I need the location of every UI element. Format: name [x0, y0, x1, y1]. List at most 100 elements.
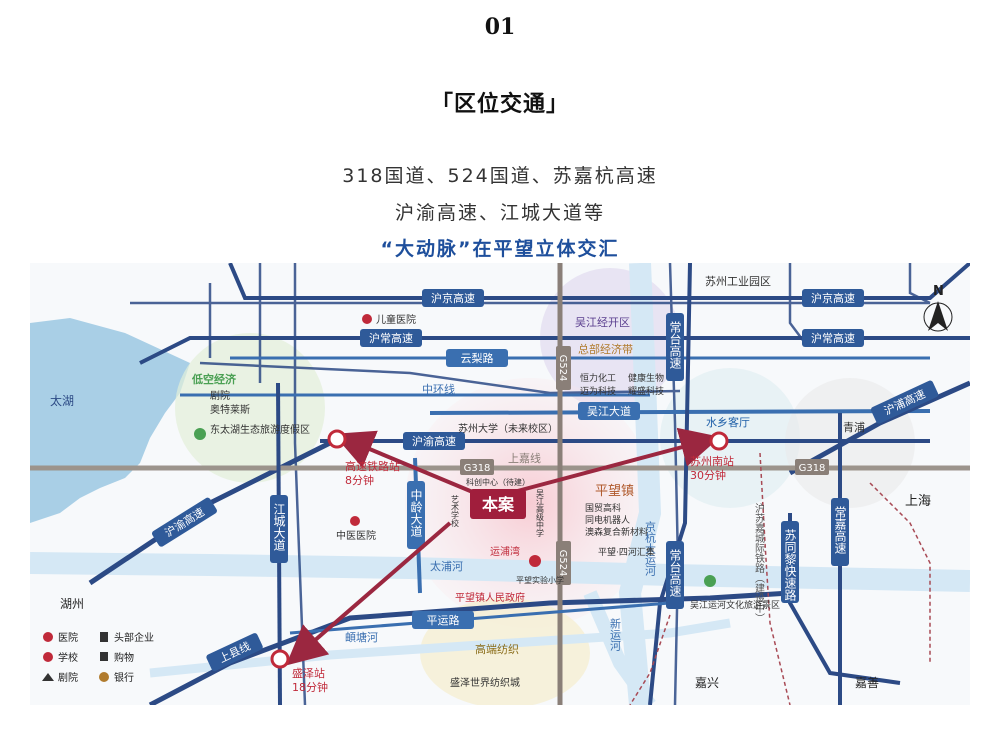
- poi-guomao: 国贸高科: [585, 502, 621, 514]
- section-number: 01: [484, 14, 516, 40]
- svg-text:8分钟: 8分钟: [345, 473, 374, 487]
- label-xinyunhe: 新运河: [609, 617, 622, 651]
- poi-sci-center: 科创中心（待建）: [466, 477, 530, 487]
- label-g318-right: G318: [799, 463, 826, 474]
- railway-line: [759, 452, 791, 705]
- poi-suzhou-univ: 苏州大学（未来校区）: [458, 422, 558, 435]
- project-label: 本案: [482, 495, 515, 514]
- label-jinghang: 京杭大运河: [644, 520, 657, 576]
- water-hub-zone: [660, 368, 800, 508]
- poi-yaosheng: 耀盛科技: [628, 385, 664, 397]
- project-marker: [470, 489, 526, 519]
- area-pingwang-town: 平望镇: [595, 483, 634, 499]
- label-g318-mid: G318: [464, 463, 491, 474]
- poi-maiwei: 迈为科技: [580, 385, 616, 397]
- poi-outlet: 奥特莱斯: [210, 403, 250, 416]
- north-arrow: N: [923, 284, 953, 332]
- label-hujing-right: 沪京高速: [811, 291, 855, 305]
- lake-label: 太湖: [50, 393, 74, 408]
- svg-text:医院: 医院: [58, 631, 78, 644]
- label-lantang: 頔塘河: [345, 630, 378, 644]
- label-g524-mid: G524: [557, 550, 568, 577]
- poi-wujiang-scenic: 吴江运河文化旅游景区: [690, 599, 780, 611]
- svg-text:购物: 购物: [114, 651, 134, 664]
- poi-pingwang-west: 平望·四河汇集: [598, 546, 655, 558]
- station-suzhou-south: 水乡客厅 苏州南站 30分钟: [690, 415, 750, 482]
- label-changtai-top: 常台高速: [668, 321, 682, 369]
- poi-hengli: 恒力化工: [580, 372, 616, 384]
- area-qingpu: 青浦: [843, 421, 865, 434]
- poi-resort: 东太湖生态旅游度假区: [210, 423, 310, 436]
- label-wujiang: 吴江大道: [587, 404, 631, 418]
- svg-text:剧院: 剧院: [58, 671, 78, 684]
- poi-material: 澳森复合新材料: [585, 526, 648, 538]
- poi-school-pw: 平望实验小学: [516, 575, 564, 585]
- poi-shengze-world: 盛泽世界纺织城: [450, 676, 520, 689]
- location-map: 太湖: [30, 263, 970, 705]
- area-huzhou: 湖州: [60, 596, 84, 611]
- new-canal: [583, 590, 656, 705]
- area-hq-belt: 总部经济带: [578, 342, 633, 356]
- area-jiaxing: 嘉兴: [695, 676, 719, 690]
- poi-wujiang-high: 吴江高级中学: [536, 489, 545, 537]
- label-huyu: 沪渝高速: [412, 434, 456, 448]
- railway-line-3: [629, 614, 671, 705]
- hujing-expressway: [228, 263, 970, 300]
- svg-text:30分钟: 30分钟: [690, 468, 726, 482]
- label-pingyun: 平运路: [427, 614, 460, 627]
- label-sutongli: 苏同黎快速路: [783, 529, 797, 602]
- intro-line-3: “大动脉”在平望立体交汇: [380, 238, 620, 260]
- area-jiashan: 嘉善: [855, 675, 879, 690]
- label-zhonghuan: 中环线: [422, 382, 455, 396]
- label-zhongling: 中龄大道: [409, 488, 423, 537]
- poi-tcm-hospital: 中医医院: [336, 529, 376, 542]
- svg-text:学校: 学校: [58, 651, 78, 664]
- station-shengze: 盛泽站 18分钟: [270, 649, 328, 694]
- travel-arrows: [285, 427, 721, 666]
- area-wujiang-zone: 吴江经开区: [575, 316, 630, 329]
- svg-text:头部企业: 头部企业: [114, 631, 154, 644]
- intro-line-2: 沪渝高速、江城大道等: [394, 202, 605, 224]
- poi-gov: 平望镇人民政府: [455, 591, 525, 604]
- svg-text:苏州南站: 苏州南站: [690, 454, 734, 468]
- area-shanghai: 上海: [905, 494, 931, 509]
- huchang-expressway: [139, 336, 970, 365]
- svg-text:水乡客厅: 水乡客厅: [706, 415, 750, 429]
- intro-line-1: 318国道、524国道、苏嘉杭高速: [342, 165, 658, 187]
- map-legend: 医院 头部企业 学校 购物 剧院 银行: [42, 631, 154, 684]
- label-changtai-bottom: 常台高速: [668, 549, 682, 597]
- poi-health-bio: 健康生物: [628, 372, 664, 384]
- area-gaoduan: 高端纺织: [475, 642, 519, 656]
- svg-text:N: N: [933, 284, 944, 299]
- svg-text:18分钟: 18分钟: [292, 680, 328, 694]
- label-yunli: 云梨路: [461, 351, 494, 365]
- wujiang-avenue: [429, 409, 931, 415]
- lantang-river: [149, 618, 731, 678]
- area-low-altitude: 低空经济: [191, 372, 237, 386]
- taipu-river: [30, 552, 970, 592]
- svg-text:银行: 银行: [114, 671, 134, 684]
- section-title: 「区位交通」: [430, 92, 569, 117]
- poi-art-school: 艺术学校: [451, 495, 460, 528]
- label-taipu: 太浦河: [430, 560, 463, 573]
- label-g524-top: G524: [557, 355, 568, 382]
- label-shangjia-line: 上嘉线: [508, 451, 541, 465]
- svg-text:盛泽站: 盛泽站: [292, 666, 325, 680]
- label-huchang-right: 沪常高速: [811, 331, 855, 345]
- label-jiangcheng: 江城大道: [272, 503, 286, 551]
- label-huchang-left: 沪常高速: [369, 331, 413, 345]
- poi-yunyu-bay: 运浦湾: [490, 545, 520, 558]
- grand-canal: [618, 263, 662, 705]
- pingyun-road: [289, 601, 671, 635]
- svg-text:高速铁路站: 高速铁路站: [345, 459, 400, 473]
- railway-line-2: [869, 482, 931, 663]
- low-altitude-zone: [175, 333, 325, 483]
- poi-children-hospital: 儿童医院: [376, 313, 416, 326]
- area-sz-industrial: 苏州工业园区: [705, 275, 771, 288]
- label-railway: 沪苏嘉城际铁路（建设中）: [753, 502, 765, 623]
- label-hujing-top: 沪京高速: [431, 291, 475, 305]
- poi-theater: 剧院: [210, 389, 230, 402]
- poi-robot: 同电机器人: [585, 514, 630, 526]
- station-pingwang: 高速铁路站 8分钟: [327, 429, 400, 487]
- label-changjia: 常嘉高速: [833, 506, 847, 554]
